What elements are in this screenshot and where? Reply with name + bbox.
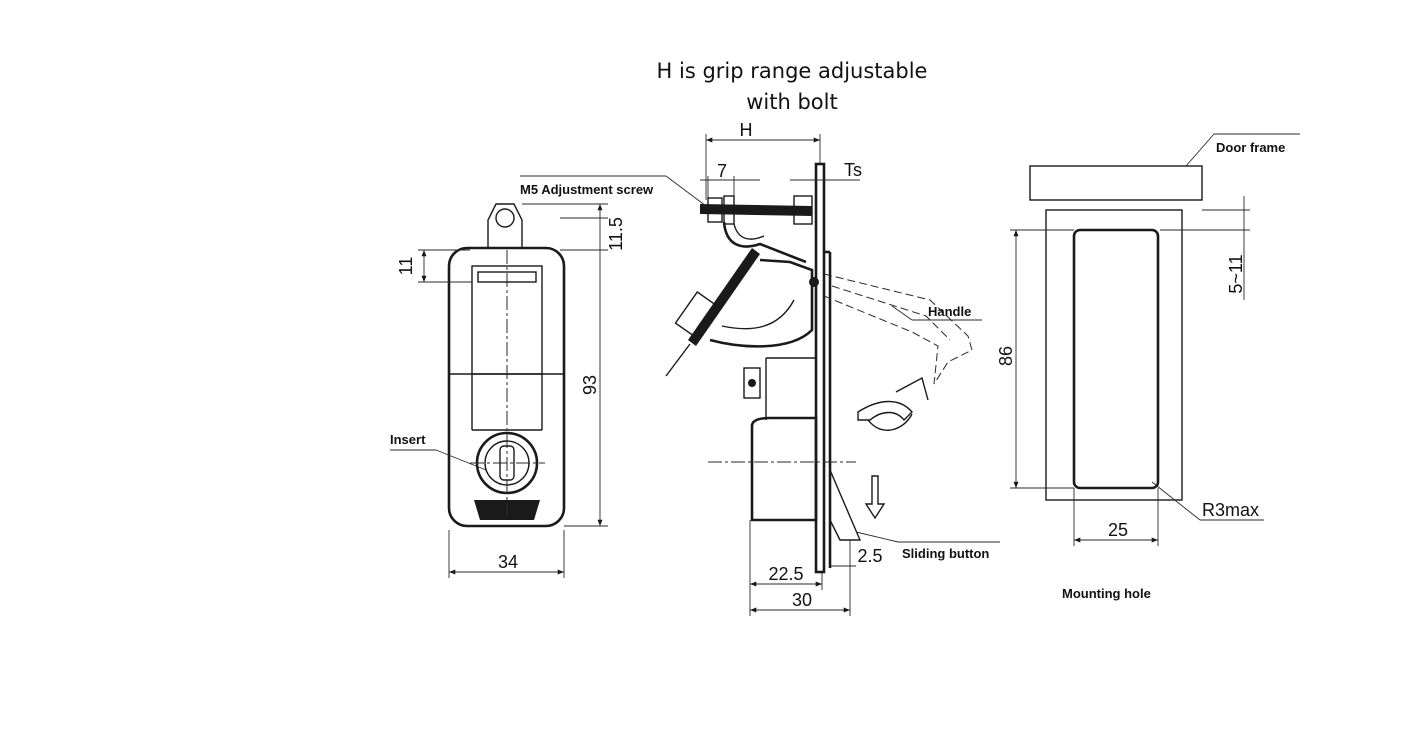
label-mounting-hole: Mounting hole	[1062, 586, 1151, 601]
claw-body	[709, 258, 814, 348]
caption-line-2: with bolt	[746, 90, 838, 114]
bracket-arm	[722, 221, 807, 264]
front-body	[447, 246, 566, 528]
mounting-view: Door frame 5~11 86 25 R3max Mounting hol…	[996, 133, 1300, 601]
dim-30: 30	[792, 590, 812, 610]
dim-width-34: 34	[498, 552, 518, 572]
screw-nut-right	[793, 195, 813, 225]
label-sliding-button: Sliding button	[902, 546, 989, 561]
front-knob	[487, 203, 523, 248]
claw-nut	[674, 291, 720, 339]
side-housing	[750, 416, 818, 522]
dim-r3max: R3max	[1202, 500, 1259, 520]
dim-top-11-5: 11.5	[606, 217, 626, 251]
label-door-frame: Door frame	[1216, 140, 1285, 155]
screw-nut-left	[707, 197, 723, 223]
rotate-arrow-icon	[857, 400, 913, 422]
label-m5-screw: M5 Adjustment screw	[520, 182, 654, 197]
handle-outline	[823, 273, 973, 385]
dim-left-11: 11	[396, 257, 416, 276]
dim-ts: Ts	[844, 160, 862, 180]
front-view: 34 93 11.5 11 Insert	[390, 203, 626, 578]
dim-22-5: 22.5	[768, 564, 803, 584]
dim-7: 7	[717, 161, 727, 181]
side-view: H 7 Ts 22.5 30 2.5 M5 Adjustment screw H…	[520, 120, 1000, 616]
dim-86: 86	[996, 346, 1016, 366]
dim-h: H	[740, 120, 753, 140]
dim-height-93: 93	[580, 375, 600, 395]
cutout-hole	[1072, 228, 1160, 490]
dim-2-5: 2.5	[857, 546, 882, 566]
caption-line-1: H is grip range adjustable	[656, 59, 928, 83]
label-handle: Handle	[928, 304, 971, 319]
diagram-caption: H is grip range adjustable with bolt	[592, 56, 992, 118]
label-insert: Insert	[390, 432, 426, 447]
dim-5-11: 5~11	[1226, 254, 1246, 293]
door-frame	[1029, 165, 1203, 201]
dim-25: 25	[1108, 520, 1128, 540]
down-arrow-icon	[864, 475, 886, 520]
